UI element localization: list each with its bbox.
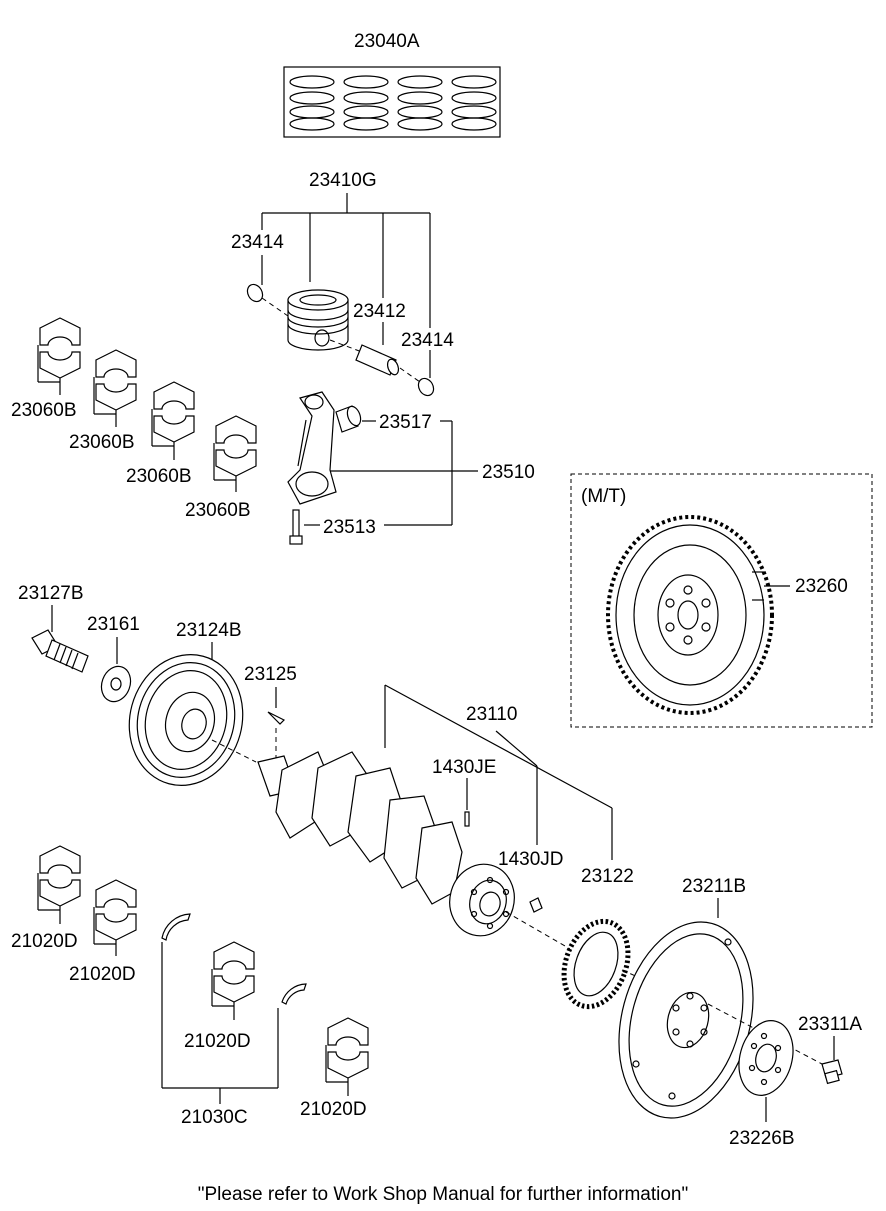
label-23311A: 23311A <box>798 1014 862 1035</box>
label-21020D-3: 21020D <box>184 1031 251 1052</box>
crank-axis-rear <box>505 911 573 951</box>
label-23124B: 23124B <box>176 620 242 641</box>
crank-axis-front <box>211 739 257 763</box>
leader-21020D-4 <box>325 1045 349 1096</box>
label-1430JD: 1430JD <box>498 849 564 870</box>
label-23060B-1: 23060B <box>11 400 77 421</box>
flywheel-bolt[interactable] <box>821 1059 843 1085</box>
label-23060B-2: 23060B <box>69 432 135 453</box>
piston[interactable] <box>287 289 349 351</box>
label-21020D-1: 21020D <box>11 931 78 952</box>
leader-23510-group <box>304 420 478 526</box>
adapter-plate[interactable] <box>731 1015 801 1102</box>
label-21020D-4: 21020D <box>300 1099 367 1120</box>
label-23517: 23517 <box>379 412 432 433</box>
flywheel-23260[interactable] <box>606 515 774 715</box>
leader-23110-group <box>384 684 613 860</box>
main-bearing-2[interactable] <box>95 879 137 941</box>
con-rod-bolt[interactable] <box>289 509 303 545</box>
label-23260: 23260 <box>795 576 848 597</box>
thrust-washer-left[interactable] <box>161 913 191 941</box>
leader-23060B-1 <box>37 345 61 395</box>
pin-1430JD[interactable] <box>529 897 543 913</box>
label-21020D-2: 21020D <box>69 964 136 985</box>
leader-23060B-4 <box>213 443 237 492</box>
leader-21020D-2 <box>93 907 117 956</box>
label-23040A: 23040A <box>354 31 420 52</box>
main-bearing-4[interactable] <box>327 1017 369 1079</box>
pin-1430JE[interactable] <box>464 811 470 827</box>
small-end-bushing[interactable] <box>335 405 363 433</box>
crankshaft[interactable] <box>257 751 522 943</box>
drive-plate[interactable] <box>598 907 773 1133</box>
con-rod-bearing-4[interactable] <box>215 415 257 477</box>
leader-23060B-3 <box>151 409 175 460</box>
leader-21020D-3 <box>211 969 235 1020</box>
leader-23060B-2 <box>93 377 117 427</box>
leader-21020D-1 <box>37 873 61 924</box>
label-23110: 23110 <box>466 704 517 725</box>
label-23226B: 23226B <box>729 1128 795 1149</box>
label-23060B-3: 23060B <box>126 466 192 487</box>
main-bearing-3[interactable] <box>213 941 255 1003</box>
label-23412: 23412 <box>353 301 406 322</box>
label-23122: 23122 <box>581 866 634 887</box>
label-mt: (M/T) <box>581 486 626 507</box>
label-23414-left: 23414 <box>231 232 284 253</box>
leader-23410G <box>261 193 431 378</box>
piston-ring-set[interactable] <box>283 66 501 138</box>
label-23510: 23510 <box>482 462 535 483</box>
label-23410G: 23410G <box>309 170 377 191</box>
label-23161: 23161 <box>87 614 140 635</box>
label-23513: 23513 <box>323 517 376 538</box>
label-23127B: 23127B <box>18 583 84 604</box>
con-rod-bearing-3[interactable] <box>153 381 195 443</box>
main-bearing-1[interactable] <box>39 845 81 907</box>
mt-flywheel-box <box>570 473 873 728</box>
crankshaft-damper-pulley[interactable] <box>115 642 257 798</box>
label-1430JE: 1430JE <box>432 757 496 778</box>
sensor-wheel[interactable] <box>553 912 639 1015</box>
leader-21030C <box>161 942 279 1104</box>
footer-note: "Please refer to Work Shop Manual for fu… <box>198 1184 688 1205</box>
piston-clip-left[interactable] <box>244 282 265 305</box>
label-23414-right: 23414 <box>401 330 454 351</box>
piston-clip-right[interactable] <box>415 376 436 399</box>
label-23125: 23125 <box>244 664 297 685</box>
piston-pin[interactable] <box>355 344 400 376</box>
con-rod-bearing-2[interactable] <box>95 349 137 411</box>
pulley-bolt[interactable] <box>31 629 89 673</box>
label-23060B-4: 23060B <box>185 500 251 521</box>
crankshaft-key[interactable] <box>267 711 286 725</box>
thrust-washer-right[interactable] <box>281 983 307 1005</box>
label-23211B: 23211B <box>682 876 746 897</box>
pulley-washer[interactable] <box>97 662 136 705</box>
label-21030C: 21030C <box>181 1107 248 1128</box>
connecting-rod[interactable] <box>287 391 337 505</box>
con-rod-bearing-1[interactable] <box>39 317 81 379</box>
piston-pin-axis <box>261 297 421 383</box>
